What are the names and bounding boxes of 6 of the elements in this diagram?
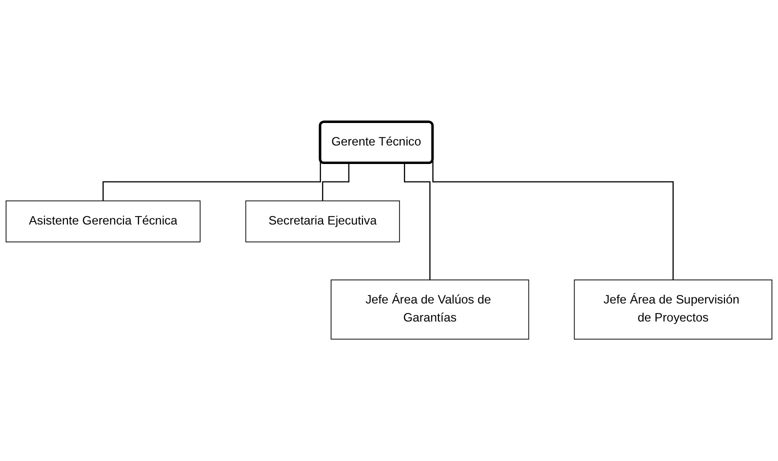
node-box: Jefe Área de Valúos de Garantías [330,280,530,340]
connector [404,163,430,280]
connector [322,163,350,202]
node-box: Asistente Gerencia Técnica [6,200,201,242]
node-box: Jefe Área de Supervisión de Proyectos [574,280,772,340]
node-box: Secretaria Ejecutiva [245,200,400,242]
